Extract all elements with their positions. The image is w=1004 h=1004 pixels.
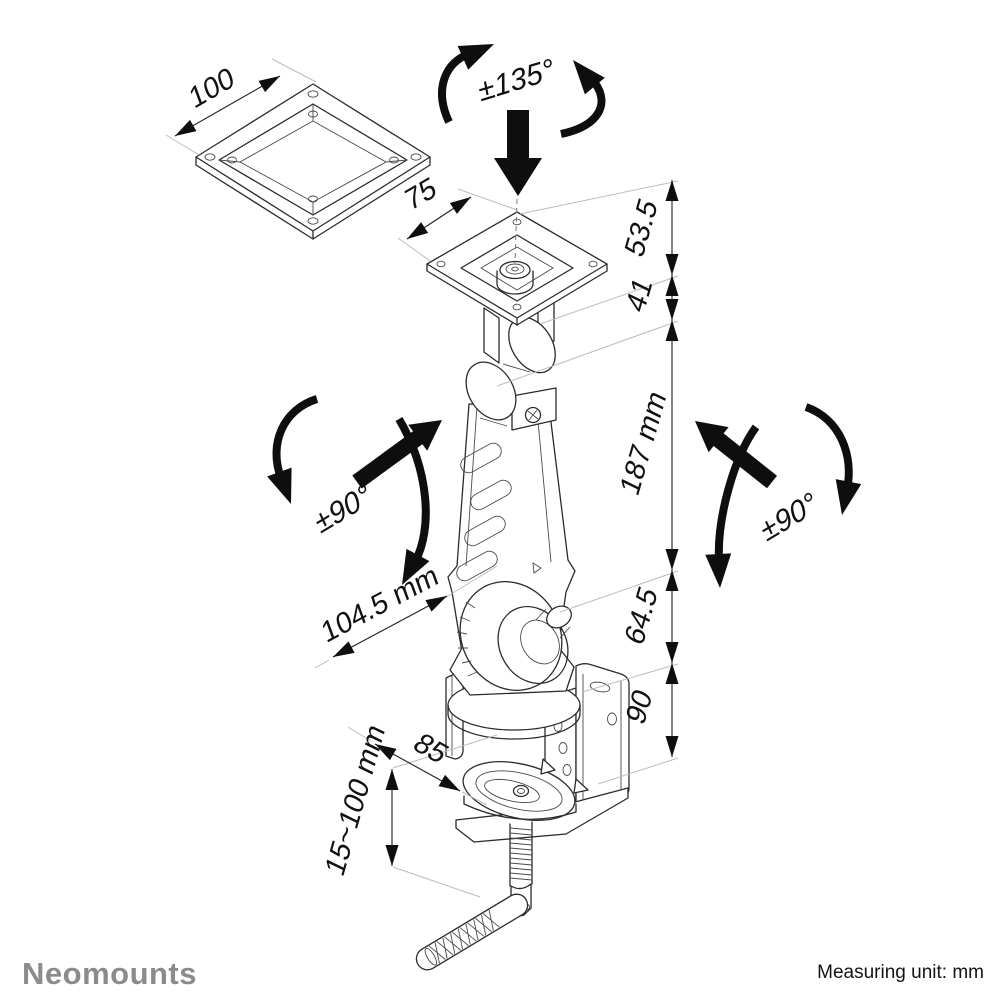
tilt-left-arrows <box>267 395 442 585</box>
dim-label-vesa-100: 100 <box>185 61 238 115</box>
tilt-joint <box>465 299 557 431</box>
measuring-unit-note: Measuring unit: mm <box>817 962 984 983</box>
dim-label-187: 187 mm <box>615 386 673 501</box>
dim-label-64-5: 64.5 <box>620 582 665 650</box>
angle-label-90-left: ±90° <box>309 478 376 540</box>
clamp-pad <box>462 758 589 821</box>
dim-label-53-5: 53.5 <box>620 194 665 262</box>
angle-label-135: ±135° <box>475 53 556 108</box>
tilt-right-arrows <box>695 403 862 588</box>
insert-centerline <box>514 198 518 264</box>
dim-label-41: 41 <box>621 272 659 317</box>
rotation-knob <box>456 581 572 691</box>
brand-logo: Neomounts <box>22 956 197 991</box>
dim-label-15-100: 15~100 mm <box>320 719 391 881</box>
dimension-arrowheads <box>175 76 679 866</box>
extension-lines <box>165 58 679 898</box>
down-insert-arrow <box>494 110 542 196</box>
mount-top-plate <box>426 211 608 326</box>
vesa-adapter-plate <box>195 83 431 240</box>
clamp-pin <box>573 778 589 794</box>
swivel-135-arrow <box>438 44 606 138</box>
angle-label-90-right: ±90° <box>755 486 822 548</box>
dim-label-104-5: 104.5 mm <box>318 559 443 650</box>
center-boss <box>496 260 534 295</box>
clamp-handle <box>415 893 529 971</box>
clamp-pin <box>540 758 556 775</box>
